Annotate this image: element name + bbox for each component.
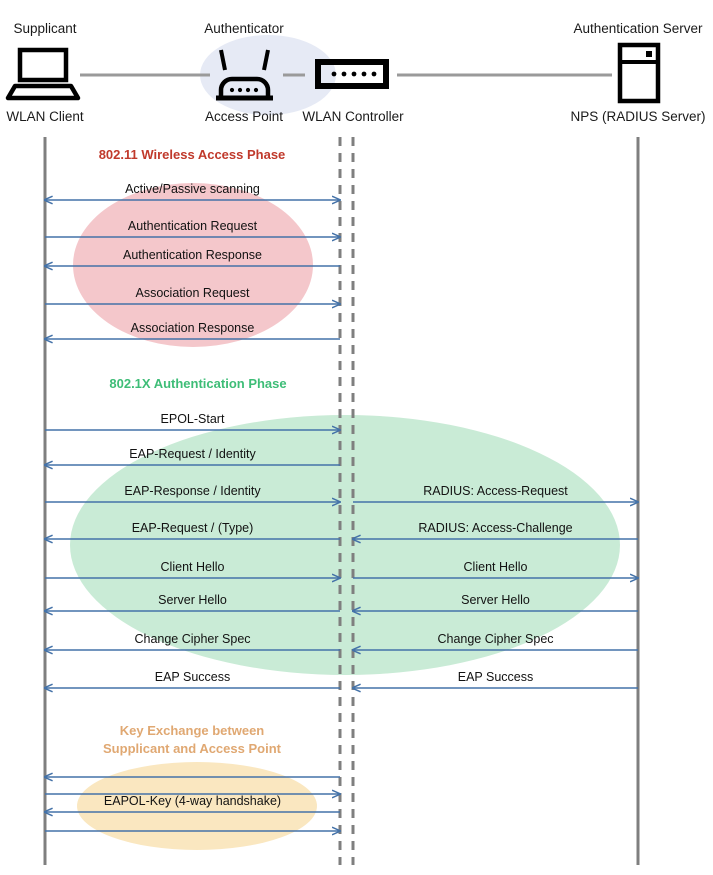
message-label-authentication-response: Authentication Response [123,248,262,262]
message-radius-access-request: RADIUS: Access-Request [353,484,638,502]
message-label-authentication-request: Authentication Request [128,219,258,233]
actor-icons [5,42,661,104]
message-label-association-request: Association Request [136,286,250,300]
message-label-eapol-key-3: EAPOL-Key (4-way handshake) [104,794,281,808]
wireless-router-icon [216,49,273,101]
phase-ellipses [70,183,620,850]
message-label-radius-access-request: RADIUS: Access-Request [423,484,568,498]
actor-role-access-point: Authenticator [204,21,284,36]
message-label-server-hello-left: Server Hello [158,593,227,607]
message-client-hello-left: Client Hello [45,560,340,578]
phase-8021x-ellipse [70,415,620,675]
message-eapol-start: EPOL-Start [45,412,340,430]
message-server-hello-right: Server Hello [353,593,638,611]
actor-role-auth-server: Authentication Server [573,21,703,36]
message-label-change-cipher-spec-left: Change Cipher Spec [134,632,250,646]
message-eap-response-identity: EAP-Response / Identity [45,484,340,502]
message-label-eap-success-left: EAP Success [155,670,231,684]
message-label-change-cipher-spec-right: Change Cipher Spec [437,632,553,646]
message-eap-request-type: EAP-Request / (Type) [45,521,340,539]
message-eapol-key-3: EAPOL-Key (4-way handshake) [45,794,340,812]
message-eap-request-identity: EAP-Request / Identity [45,447,340,465]
message-label-eapol-start: EPOL-Start [161,412,225,426]
message-association-request: Association Request [45,286,340,304]
message-change-cipher-spec-right: Change Cipher Spec [353,632,638,650]
message-label-eap-request-type: EAP-Request / (Type) [132,521,254,535]
message-label-active-passive-scanning: Active/Passive scanning [125,182,260,196]
message-active-passive-scanning: Active/Passive scanning [45,182,340,200]
authenticator-backdrop [200,35,336,115]
message-authentication-response: Authentication Response [45,248,340,266]
message-server-hello-left: Server Hello [45,593,340,611]
message-label-radius-access-challenge: RADIUS: Access-Challenge [418,521,572,535]
message-label-client-hello-left: Client Hello [161,560,225,574]
phase-80211-label: 802.11 Wireless Access Phase [99,147,286,162]
message-change-cipher-spec-left: Change Cipher Spec [45,632,340,650]
actor-device-supplicant: WLAN Client [6,109,84,124]
laptop-icon [5,47,81,101]
message-radius-access-challenge: RADIUS: Access-Challenge [353,521,638,539]
message-client-hello-right: Client Hello [353,560,638,578]
actor-device-access-point: Access Point [205,109,283,124]
phase-80211-ellipse [73,183,313,347]
network-switch-icon [315,59,389,89]
server-tower-icon [617,42,661,104]
message-association-response: Association Response [45,321,340,339]
message-label-client-hello-right: Client Hello [464,560,528,574]
message-eap-success-left: EAP Success [45,670,340,688]
message-eap-success-right: EAP Success [353,670,638,688]
phase-8021x-label: 802.1X Authentication Phase [109,376,286,391]
message-label-eap-response-identity: EAP-Response / Identity [124,484,261,498]
authenticator-ellipse [200,35,336,115]
message-label-eap-request-identity: EAP-Request / Identity [129,447,256,461]
actor-role-supplicant: Supplicant [13,21,76,36]
actor-device-wlan-controller: WLAN Controller [302,109,404,124]
message-label-eap-success-right: EAP Success [458,670,534,684]
message-label-association-response: Association Response [131,321,255,335]
message-label-server-hello-right: Server Hello [461,593,530,607]
actor-device-auth-server: NPS (RADIUS Server) [570,109,705,124]
message-authentication-request: Authentication Request [45,219,340,237]
phase-key-exchange-ellipse [77,762,317,850]
phase-labels: 802.11 Wireless Access Phase 802.1X Authe… [99,147,287,756]
